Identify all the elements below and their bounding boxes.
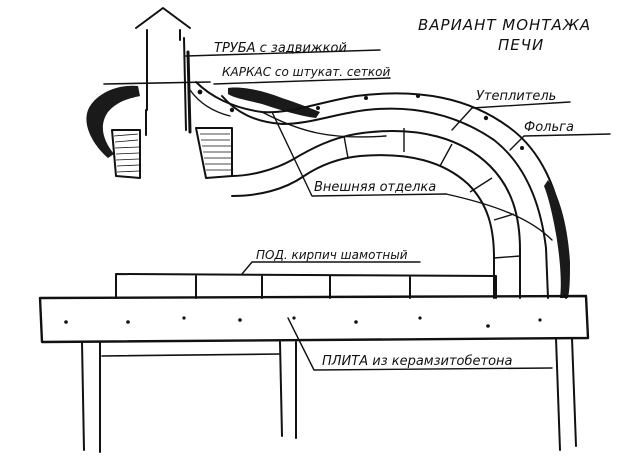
label-outer-finish: Внешняя отделка — [314, 180, 436, 195]
hearth-bricks — [115, 273, 497, 299]
title-line-1: ВАРИАНТ МОНТАЖА — [418, 16, 591, 34]
right-brick-block — [195, 127, 233, 179]
leader-lines — [185, 49, 611, 371]
right-foil-hatch — [544, 180, 570, 298]
pipe — [145, 37, 192, 136]
label-foil: Фольга — [524, 120, 574, 135]
title-line-2: ПЕЧИ — [498, 36, 544, 54]
left-brick-block — [111, 129, 141, 179]
damper-line — [103, 81, 211, 85]
label-hearth: ПОД. кирпич шамотный — [256, 248, 408, 262]
label-pipe: ТРУБА с задвижкой — [214, 41, 347, 56]
slab — [38, 294, 590, 344]
label-slab: ПЛИТА из керамзитобетона — [322, 354, 513, 369]
label-insulation: Утеплитель — [476, 89, 556, 104]
chimney-arrow — [135, 7, 191, 41]
left-insulation-cap — [86, 85, 140, 158]
stand-legs — [81, 337, 577, 453]
label-frame: КАРКАС со штукат. сеткой — [222, 65, 390, 79]
outer-shell — [195, 81, 567, 299]
frame-hatch — [228, 87, 320, 118]
